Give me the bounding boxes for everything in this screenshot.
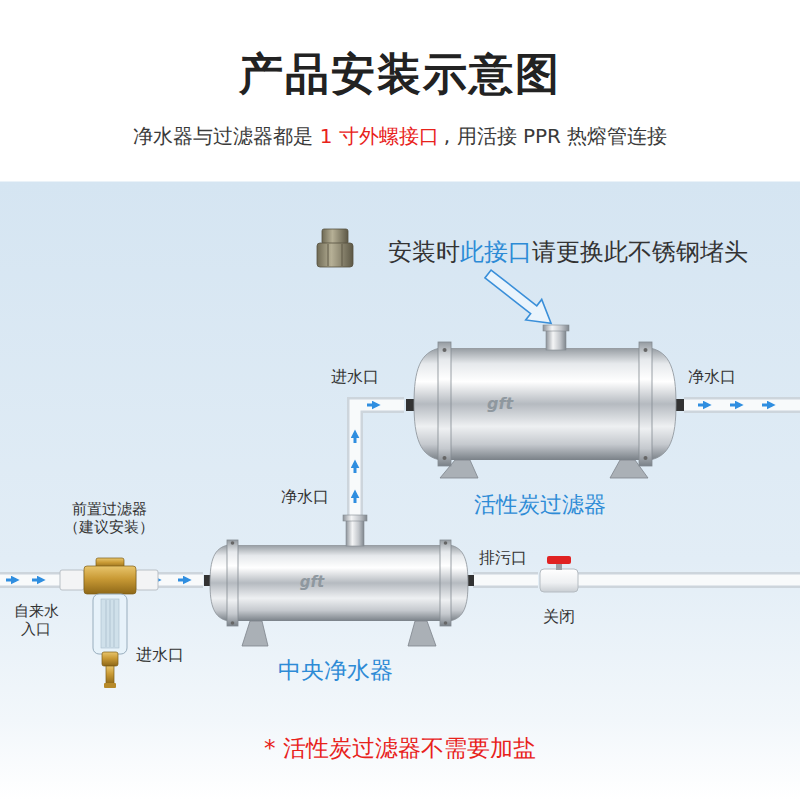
brand-logo: gft xyxy=(487,394,513,413)
device-label: 关闭 xyxy=(543,607,575,626)
outlet-pipe xyxy=(684,405,800,406)
note-text: 请更换此不锈钢堵头 xyxy=(532,238,748,267)
device-label: 活性炭过滤器 xyxy=(474,492,606,518)
prefilter-body xyxy=(60,558,158,688)
pipe-outline xyxy=(473,572,538,588)
flow-arrow xyxy=(367,404,377,407)
central-purifier-tank xyxy=(204,515,474,646)
device-label: 中央净水器 xyxy=(278,657,393,685)
note-text: 净水器与过滤器都是 xyxy=(133,124,313,148)
drain-pipe xyxy=(576,580,800,581)
flow-arrow xyxy=(354,433,357,443)
device-label: 前置过滤器 （建议安装） xyxy=(61,500,157,536)
port-label: 净水口 xyxy=(281,487,329,506)
note-text: 安装时 xyxy=(388,238,460,267)
footnote: * 活性炭过滤器不需要加盐 xyxy=(264,735,536,763)
subtitle-line: 净水器与过滤器都是 1 寸外螺接口, 用活接 PPR 热熔管连接 xyxy=(133,124,668,148)
pipe-fill xyxy=(355,405,404,515)
port-label: 进水口 xyxy=(136,645,184,664)
carbon-filter: 活性炭过滤器 xyxy=(404,323,686,480)
note-text: 此接口 xyxy=(460,238,532,267)
pipe-connector xyxy=(473,580,538,581)
carbon-filter-tank xyxy=(406,325,684,478)
flow-arrow xyxy=(178,579,188,582)
port-label: 进水口 xyxy=(331,367,379,386)
brand-logo: gft xyxy=(300,573,324,591)
port-label: 净水口 xyxy=(688,367,736,386)
flow-arrow xyxy=(354,463,357,473)
inlet-label: 自来水 入口 xyxy=(12,602,60,638)
callout-text: 安装时此接口请更换此不锈钢堵头 xyxy=(388,238,748,267)
note-text: 1 寸外螺接口 xyxy=(320,124,439,148)
pipe-fill xyxy=(473,575,538,586)
central-purifier: 中央净水器 xyxy=(203,515,473,648)
callout-arrow xyxy=(480,264,559,334)
title-heading: 产品安装示意图 xyxy=(0,48,800,101)
drain-valve-node: 关闭 xyxy=(538,556,580,596)
pipe-connector xyxy=(355,405,404,515)
plug-icon xyxy=(317,229,353,267)
port-label: 排污口 xyxy=(479,548,527,567)
drain-valve xyxy=(540,556,578,592)
flow-arrow xyxy=(354,493,357,503)
note-text: , 用活接 PPR 热熔管连接 xyxy=(444,124,667,148)
prefilter: 前置过滤器 （建议安装） xyxy=(82,556,136,690)
pipe-outline xyxy=(355,405,404,515)
